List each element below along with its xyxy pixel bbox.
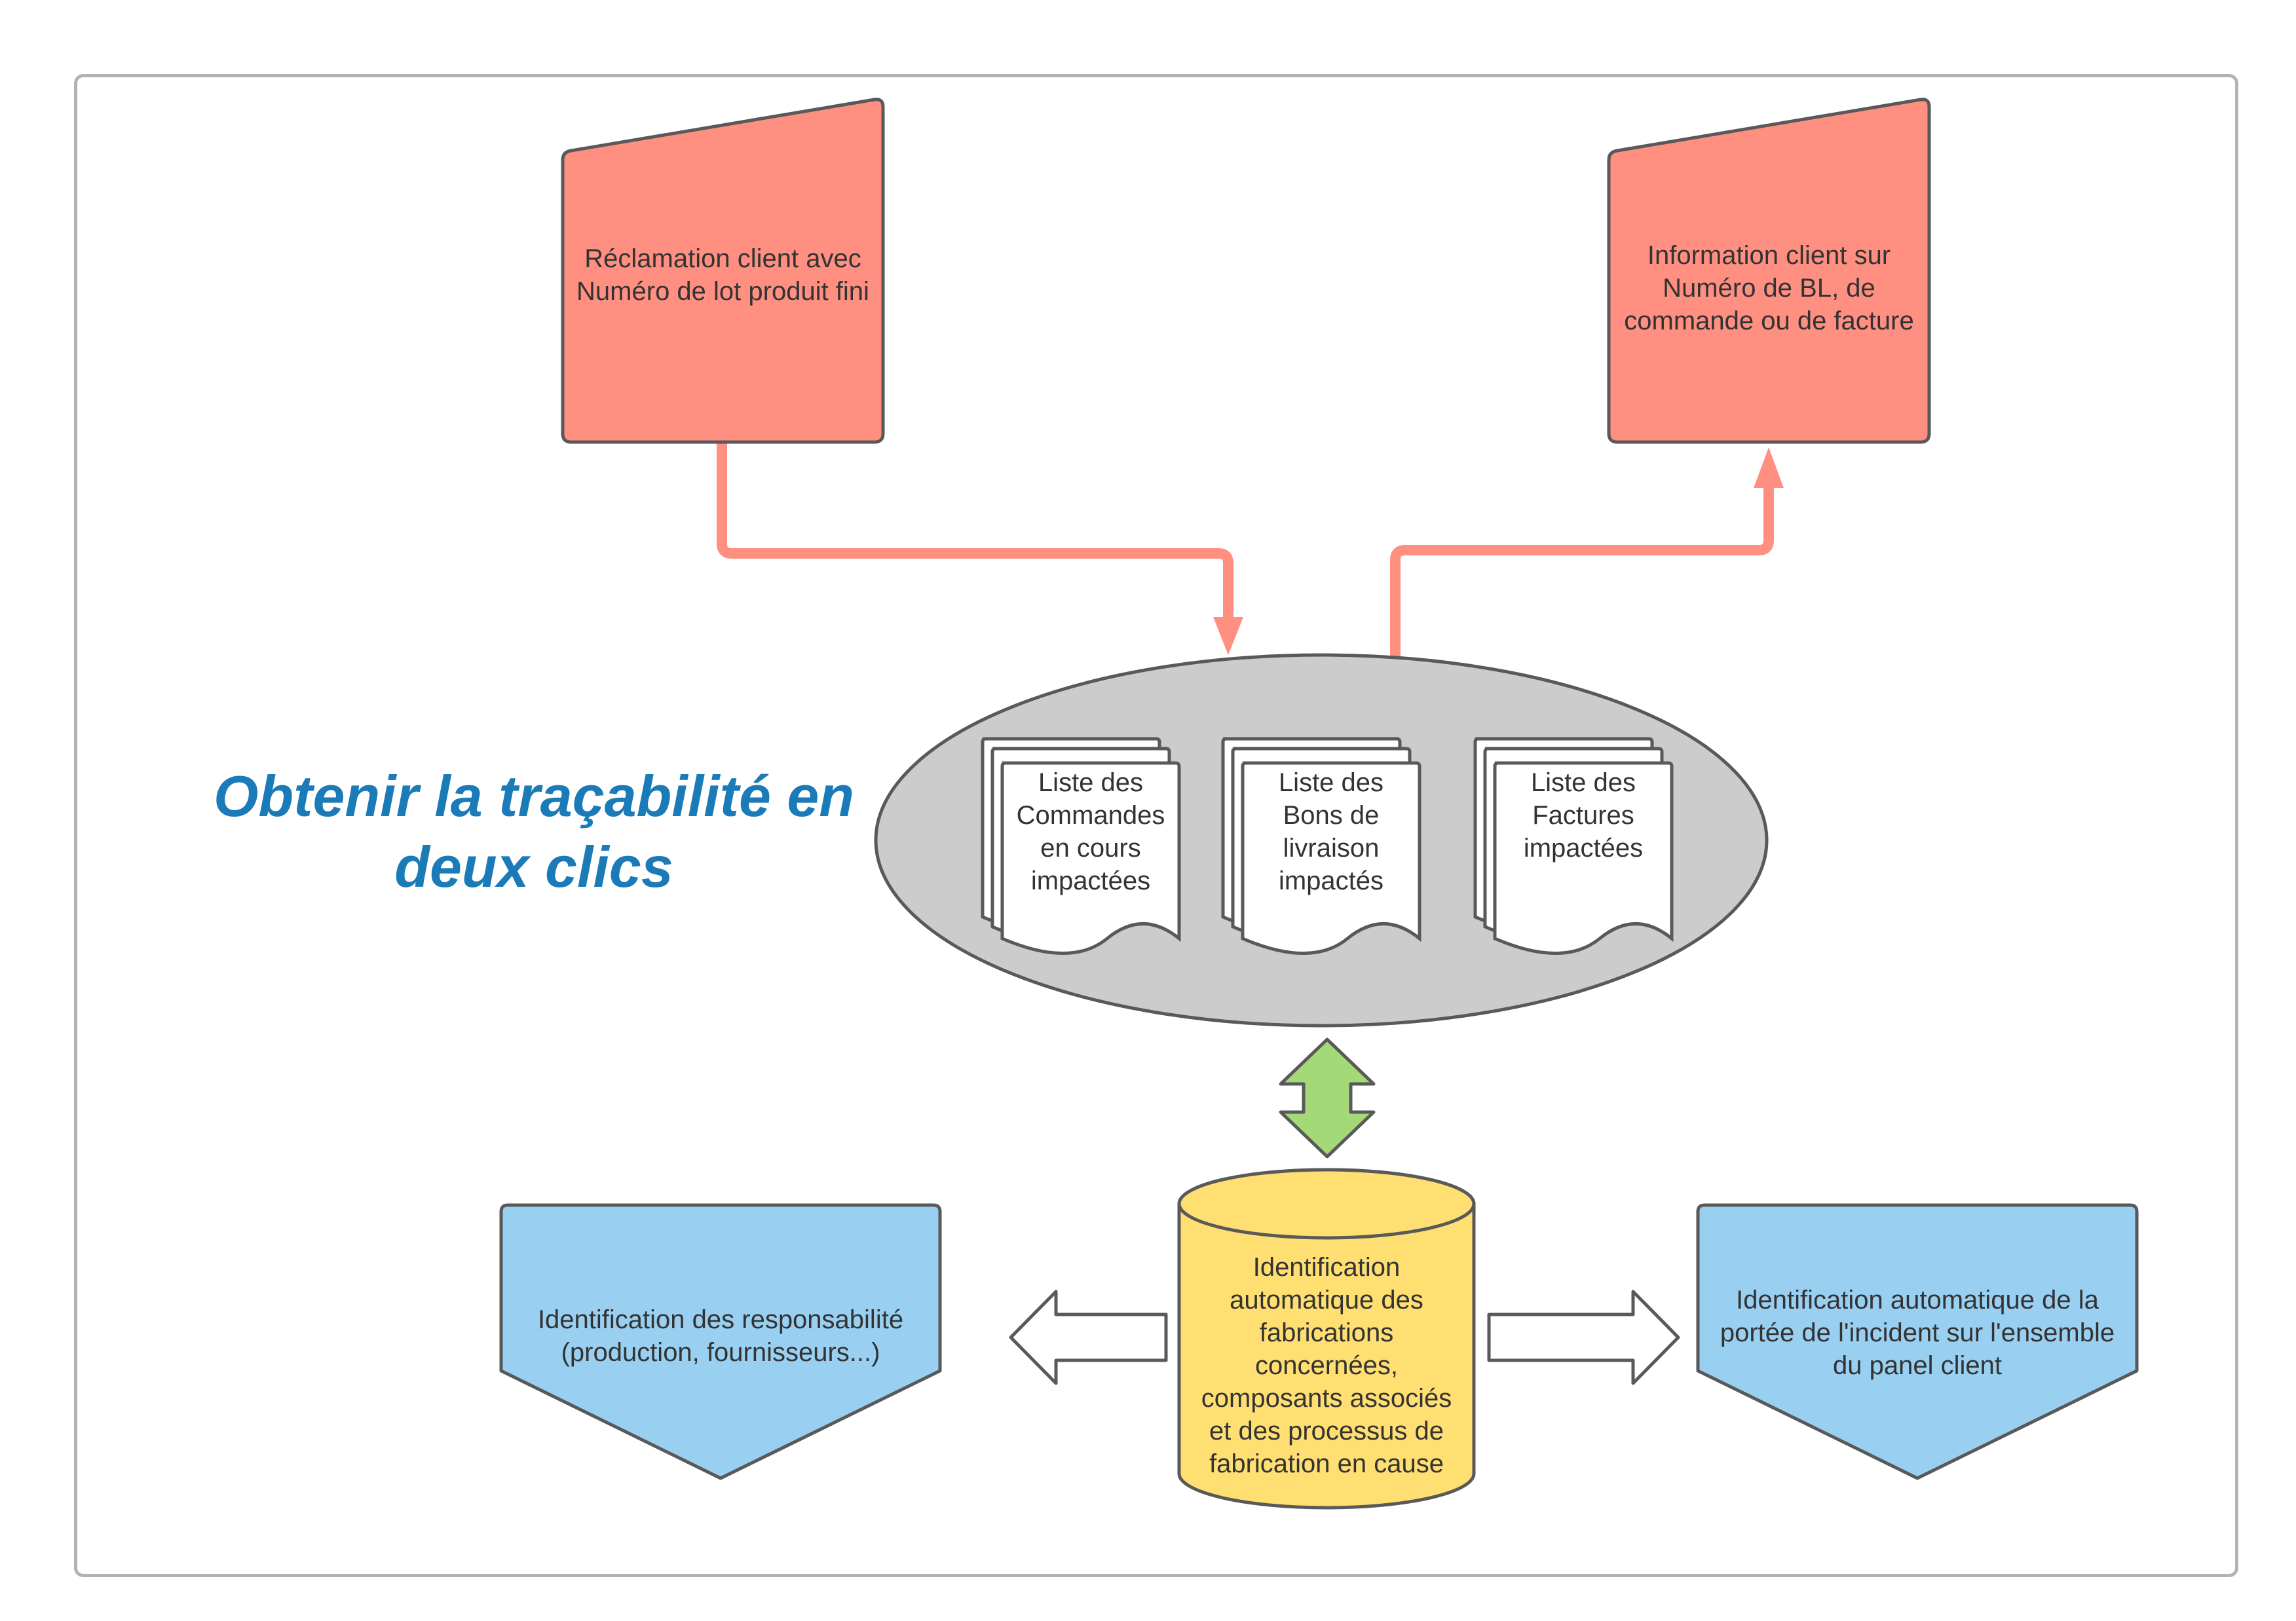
doc-deliveries-line-2: Bons de (1283, 801, 1380, 830)
db-line-6: et des processus de (1209, 1417, 1444, 1445)
input-shape (561, 98, 885, 444)
input-line-2: Numéro de lot produit fini (576, 277, 869, 306)
doc-orders-line-2: Commandes (1016, 801, 1165, 830)
right-result-label: Identification automatique de la portée … (1698, 1280, 2137, 1385)
flow-arrow-in (717, 442, 1233, 622)
document-stack-orders (981, 737, 1181, 955)
doc-orders-line-4: impactées (1030, 866, 1151, 895)
doc-orders-line-3: en cours (1040, 834, 1141, 863)
db-line-4: concernées, (1255, 1351, 1398, 1380)
doc-orders-line-1: Liste des (1038, 768, 1144, 797)
flow-arrow-out-head (1754, 447, 1784, 488)
doc-invoices-line-1: Liste des (1530, 768, 1636, 797)
title-line-2: deux clics (394, 834, 673, 899)
doc-deliveries-line-4: impactés (1278, 866, 1384, 895)
flow-arrow-out (1390, 481, 1774, 658)
left-result-label: Identification des responsabilité (produ… (501, 1300, 940, 1372)
right-result-line-3: du panel client (1833, 1351, 2002, 1380)
db-line-1: Identification (1252, 1253, 1401, 1282)
document-label-orders: Liste des Commandes en cours impactées (1002, 766, 1179, 897)
db-line-3: fabrications (1259, 1318, 1394, 1347)
input-line-1: Réclamation client avec (584, 244, 861, 273)
diagram-frame (74, 74, 2238, 1577)
db-line-2: automatique des (1230, 1286, 1423, 1314)
db-line-5: composants associés (1201, 1384, 1452, 1413)
doc-invoices-line-3: impactées (1523, 834, 1644, 863)
output-line-3: commande ou de facture (1624, 307, 1914, 335)
database-label: Identification automatique des fabricati… (1179, 1248, 1474, 1483)
output-line-2: Numéro de BL, de (1663, 274, 1875, 303)
page-title: Obtenir la traçabilité en deux clics (131, 753, 937, 910)
left-result-shape (499, 1203, 942, 1480)
doc-deliveries-line-1: Liste des (1278, 768, 1384, 797)
db-line-7: fabrication en cause (1209, 1449, 1444, 1478)
document-label-invoices: Liste des Factures impactées (1495, 766, 1672, 871)
database-cylinder (1177, 1168, 1476, 1510)
output-line-1: Information client sur (1647, 241, 1891, 270)
flow-arrow-in-head (1213, 617, 1243, 655)
arrow-to-left-result (1009, 1290, 1168, 1385)
input-box-label: Réclamation client avec Numéro de lot pr… (563, 210, 883, 341)
left-result-line-2: (production, fournisseurs...) (561, 1338, 880, 1367)
doc-invoices-line-2: Factures (1532, 801, 1634, 830)
doc-deliveries-line-3: livraison (1283, 834, 1380, 863)
arrow-to-right-result (1487, 1290, 1680, 1385)
document-stack-deliveries (1221, 737, 1421, 955)
right-result-line-1: Identification automatique de la (1736, 1286, 2099, 1314)
title-line-1: Obtenir la traçabilité en (213, 764, 855, 829)
output-shape (1607, 98, 1931, 444)
double-arrow (1279, 1037, 1376, 1159)
right-result-shape (1696, 1203, 2139, 1480)
left-result-line-1: Identification des responsabilité (537, 1305, 904, 1334)
document-stack-invoices (1473, 737, 1674, 955)
right-result-line-2: portée de l'incident sur l'ensemble (1720, 1318, 2115, 1347)
output-box-label: Information client sur Numéro de BL, de … (1609, 196, 1929, 380)
document-label-deliveries: Liste des Bons de livraison impactés (1243, 766, 1420, 897)
